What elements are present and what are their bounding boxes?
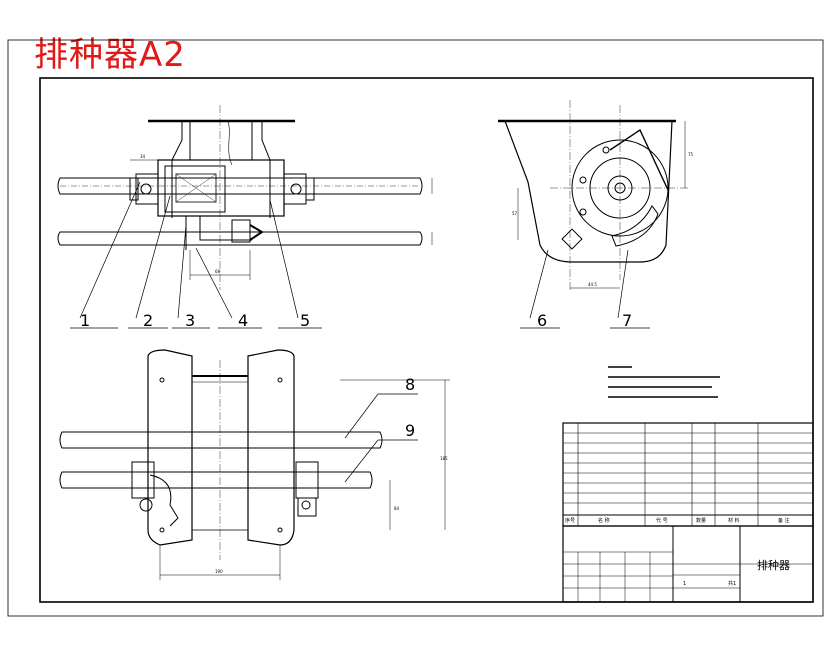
callout-1: 1 (80, 311, 90, 330)
title-block-sheet: 共1 (728, 580, 736, 587)
dim-side-height: 75 (688, 152, 694, 157)
dim-bottom-height: 185 (440, 456, 448, 461)
side-view (498, 100, 690, 329)
bom-header-remark: 备 注 (778, 517, 790, 524)
title-block-scale: 1 (683, 581, 686, 587)
outer-border (7, 39, 824, 617)
inner-border (39, 77, 814, 603)
bom-header-row: 序号 名 称 代 号 数量 材 料 备 注 (565, 517, 790, 524)
callout-9: 9 (405, 421, 415, 440)
title-block (562, 525, 814, 603)
callout-4: 4 (238, 311, 248, 330)
bom-table (562, 422, 814, 527)
top-plan-view (59, 349, 450, 580)
dim-side-lower: 57 (512, 211, 518, 216)
callout-2: 2 (143, 311, 153, 330)
dim-top-span: 68 (215, 269, 221, 274)
callout-8: 8 (405, 375, 415, 394)
title-block-part-name: 排种器 (757, 558, 790, 572)
technical-notes (608, 366, 720, 398)
drawing-title: 排种器A2 (34, 35, 186, 75)
front-view (57, 105, 433, 329)
bom-header-index: 序号 (565, 517, 575, 524)
callout-6: 6 (537, 311, 547, 330)
dim-top-width: 34 (140, 154, 146, 159)
dim-side-bottom: 44.5 (588, 282, 597, 287)
bom-header-material: 材 料 (728, 517, 740, 524)
dim-bottom-right: 84 (394, 506, 400, 511)
callout-3: 3 (185, 311, 195, 330)
bom-header-qty: 数量 (696, 517, 706, 524)
dim-bottom-width: 190 (215, 569, 223, 574)
bom-header-code: 代 号 (656, 517, 668, 524)
bom-header-name: 名 称 (598, 517, 610, 524)
callout-7: 7 (622, 311, 632, 330)
callout-5: 5 (300, 311, 310, 330)
